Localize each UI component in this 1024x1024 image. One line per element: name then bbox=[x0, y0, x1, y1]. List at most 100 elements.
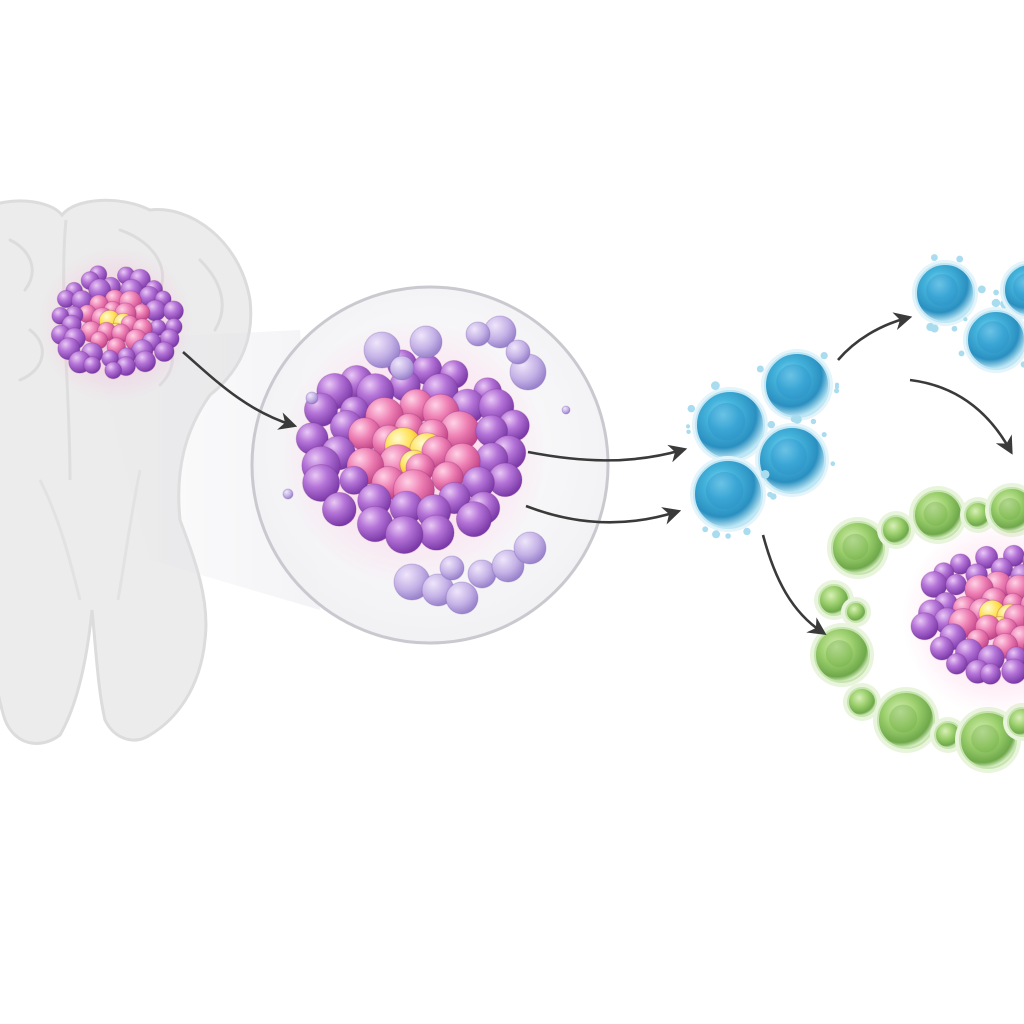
blue-cell bbox=[693, 459, 763, 529]
blue-cell-nucleus bbox=[776, 364, 812, 400]
green-cell bbox=[881, 515, 911, 545]
blue-cell-nucleus bbox=[926, 274, 959, 307]
blue-speck bbox=[963, 317, 968, 322]
arrow-brain-to-lens bbox=[182, 351, 298, 430]
loose-cell bbox=[409, 325, 443, 359]
blue-speck bbox=[810, 418, 817, 425]
blue-speck bbox=[956, 255, 964, 263]
blue-speck bbox=[820, 351, 828, 360]
tumor-cell bbox=[302, 463, 341, 502]
arrow-blue-to-green bbox=[761, 534, 827, 636]
blue-cell-nucleus bbox=[770, 438, 807, 475]
blue-speck bbox=[756, 365, 764, 373]
loose-cell bbox=[389, 355, 415, 381]
loose-cell bbox=[505, 339, 531, 365]
blue-speck bbox=[767, 420, 776, 429]
green-cell-nucleus bbox=[971, 724, 1000, 753]
tumor-cell bbox=[945, 573, 967, 596]
blue-speck bbox=[760, 469, 770, 479]
loose-cells-icon bbox=[282, 315, 571, 615]
tumor-cell bbox=[134, 350, 157, 373]
blue-cell-nucleus bbox=[707, 402, 746, 441]
blue-cell-nucleus bbox=[1013, 273, 1024, 302]
small-tumor-icon bbox=[38, 247, 194, 403]
loose-cell bbox=[561, 405, 571, 415]
green-cell bbox=[877, 691, 935, 749]
tumor-cell bbox=[418, 514, 455, 551]
loose-cell bbox=[445, 581, 479, 615]
tumor-cell bbox=[949, 553, 972, 575]
loose-cell bbox=[491, 549, 525, 583]
blue-cell bbox=[966, 310, 1024, 370]
blue-speck bbox=[951, 325, 958, 332]
loose-cell bbox=[282, 488, 294, 500]
loose-cell bbox=[439, 555, 465, 581]
blue-speck bbox=[712, 530, 721, 539]
blue-cell bbox=[915, 263, 975, 323]
green-cell-nucleus bbox=[889, 704, 918, 733]
blue-speck bbox=[930, 324, 939, 333]
arrow-blue-to-top bbox=[837, 312, 913, 361]
blue-speck bbox=[711, 381, 720, 390]
tumor-cell bbox=[455, 501, 492, 538]
tumor-cell bbox=[974, 545, 999, 570]
blue-cell-nucleus bbox=[977, 321, 1010, 354]
tumor-cell bbox=[945, 653, 968, 675]
blue-speck bbox=[725, 533, 731, 539]
blue-speck bbox=[993, 289, 999, 296]
encircled-tumor-icon bbox=[902, 521, 1024, 717]
blue-speck bbox=[743, 527, 751, 536]
blue-speck bbox=[686, 429, 691, 435]
green-cell-nucleus bbox=[825, 640, 853, 668]
large-tumor-icon bbox=[279, 318, 549, 589]
blue-cell bbox=[758, 426, 826, 494]
green-cell-nucleus bbox=[842, 533, 869, 560]
tumor-cell bbox=[910, 612, 939, 641]
tumor-cell bbox=[929, 636, 955, 661]
tumor-cell bbox=[979, 663, 1002, 685]
tumor-cell bbox=[1001, 658, 1024, 685]
blue-speck bbox=[834, 382, 840, 387]
blue-speck bbox=[834, 388, 840, 394]
green-cell bbox=[831, 521, 885, 575]
loose-cell bbox=[465, 321, 491, 347]
blue-cell-group-top-icon bbox=[912, 254, 1024, 373]
blue-speck bbox=[687, 404, 696, 413]
blue-speck bbox=[821, 431, 827, 438]
tumor-cell bbox=[153, 341, 175, 363]
blue-speck bbox=[958, 350, 965, 357]
loose-cell bbox=[513, 531, 547, 565]
tumor-cell bbox=[104, 361, 123, 380]
arrow-top-to-ring bbox=[909, 378, 1013, 455]
arrow-lens-to-blue-upper bbox=[527, 444, 688, 463]
flow-arrows bbox=[182, 312, 1013, 636]
tumor-cell bbox=[162, 300, 184, 322]
tumor-cell bbox=[83, 356, 102, 375]
green-cell bbox=[814, 627, 870, 683]
blue-speck bbox=[830, 461, 836, 467]
blue-speck bbox=[991, 299, 1000, 307]
green-cell bbox=[845, 601, 867, 623]
green-cell bbox=[847, 687, 877, 717]
green-cell-nucleus bbox=[998, 497, 1021, 520]
loose-cell bbox=[305, 391, 319, 405]
blue-cell-nucleus bbox=[705, 471, 744, 510]
magnification-beam bbox=[90, 330, 320, 610]
blue-speck bbox=[685, 424, 691, 429]
blue-speck bbox=[1020, 361, 1024, 368]
blue-cell bbox=[1003, 263, 1024, 317]
blue-speck bbox=[930, 254, 938, 261]
loose-cell bbox=[363, 331, 401, 369]
blue-speck bbox=[977, 285, 986, 294]
blue-speck bbox=[767, 491, 773, 498]
tumor-cell bbox=[384, 515, 424, 555]
blue-speck bbox=[702, 526, 709, 533]
tumor-cell bbox=[321, 491, 357, 527]
arrow-lens-to-blue-lower bbox=[525, 504, 682, 525]
blue-cell-group-icon bbox=[685, 349, 840, 539]
green-cell-ring-icon bbox=[810, 483, 1024, 773]
green-cell-nucleus bbox=[923, 501, 948, 526]
tumor-cell bbox=[339, 465, 369, 495]
